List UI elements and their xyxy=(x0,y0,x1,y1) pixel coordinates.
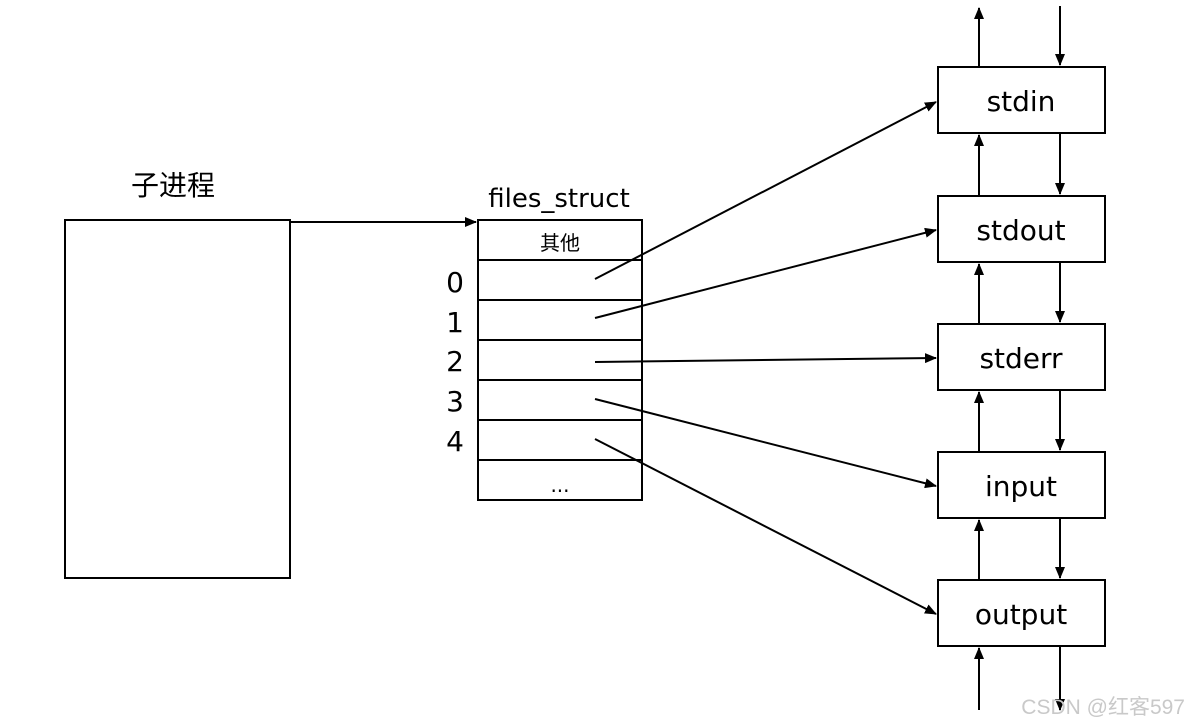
files-struct-title: files_struct xyxy=(488,184,630,214)
file-box-output xyxy=(937,579,1106,647)
edge-fd3-to-input xyxy=(594,398,937,489)
file-box-stderr xyxy=(937,323,1106,391)
fd-index-3: 3 xyxy=(446,385,464,418)
file-label-stderr: stderr xyxy=(979,342,1063,375)
child-process-box xyxy=(64,219,291,579)
files-struct-table: 其他 ... xyxy=(477,219,643,501)
fd-index-0: 0 xyxy=(446,266,464,299)
file-box-input xyxy=(937,451,1106,519)
file-label-stdin: stdin xyxy=(987,85,1056,118)
file-label-stdout: stdout xyxy=(976,214,1065,247)
edge-fd0-to-stdin xyxy=(594,101,937,280)
files-struct-ellipsis-cell: ... xyxy=(550,473,569,497)
fd-index-2: 2 xyxy=(446,345,464,378)
files-struct-box xyxy=(477,219,643,501)
file-box-stdout xyxy=(937,195,1106,263)
files-struct-header-cell: 其他 xyxy=(540,231,580,255)
file-label-input: input xyxy=(985,470,1057,503)
edge-fd1-to-stdout xyxy=(594,227,937,319)
edge-fd2-to-stderr xyxy=(594,353,937,364)
fd-index-4: 4 xyxy=(446,425,464,458)
file-label-output: output xyxy=(975,598,1067,631)
watermark: CSDN @红客597 xyxy=(1021,696,1185,719)
edge-fd4-to-output xyxy=(594,438,937,615)
child-process-label: 子进程 xyxy=(131,169,215,202)
fd-index-1: 1 xyxy=(446,306,464,339)
file-box-stdin xyxy=(937,66,1106,134)
